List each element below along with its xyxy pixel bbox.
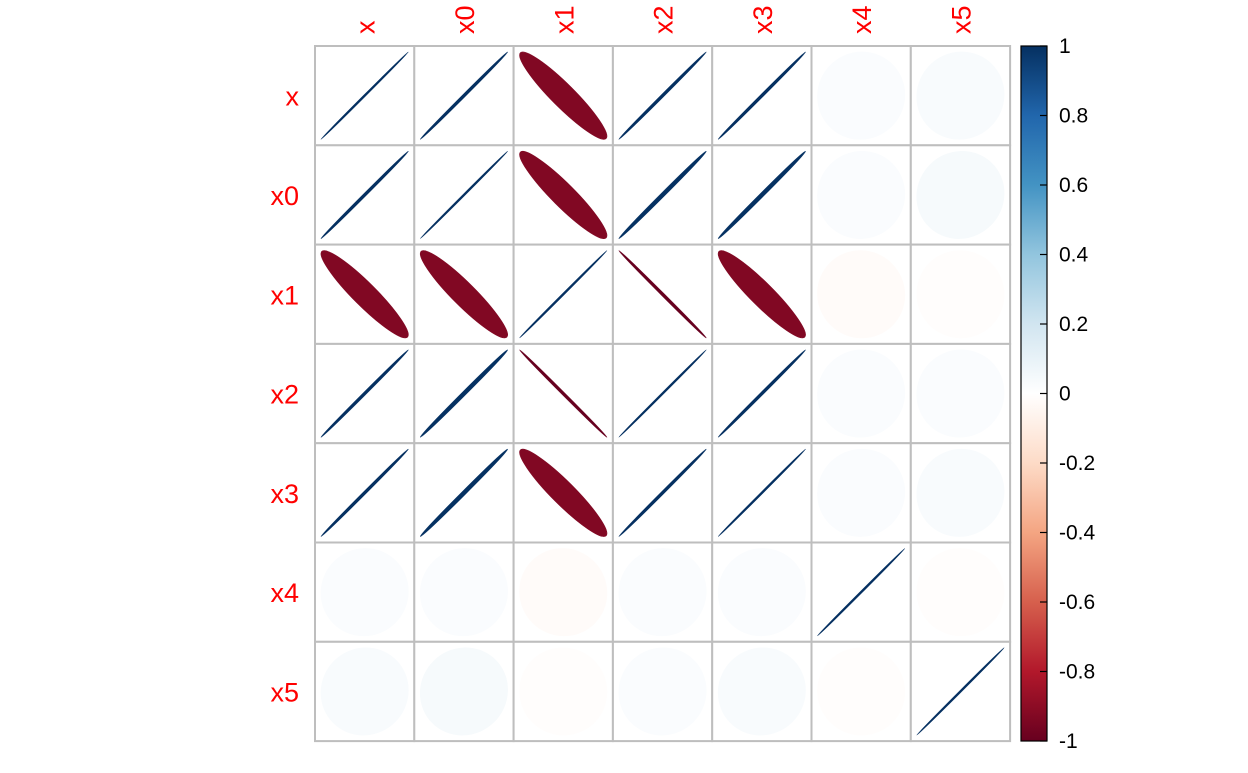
ellipse-x4-x0 [419, 548, 508, 637]
matrix-marks [320, 51, 1005, 736]
ellipse-x3-x0 [419, 448, 508, 537]
ellipse-x1-x0 [419, 250, 508, 339]
ellipse-x0-x2 [618, 150, 707, 239]
ellipse-x-x [320, 51, 409, 140]
col-label-x4: x4 [847, 5, 877, 34]
ellipse-x2-x0 [419, 349, 508, 438]
ellipse-x4-x4 [817, 548, 906, 637]
row-label-x: x [286, 82, 300, 112]
ellipse-x5-x1 [519, 647, 608, 736]
ellipse-x3-x [320, 448, 409, 537]
col-label-x: x [351, 20, 381, 34]
row-label-x5: x5 [270, 677, 299, 707]
ellipse-x-x2 [618, 51, 707, 140]
colorbar-tick-label: 0 [1059, 383, 1071, 406]
row-label-x0: x0 [270, 181, 299, 211]
colorbar-tick-label: 0.8 [1059, 105, 1088, 128]
ellipse-x5-x2 [618, 647, 707, 736]
ellipse-x3-x5 [916, 448, 1005, 537]
ellipse-x2-x3 [717, 349, 806, 438]
ellipse-x2-x [320, 349, 409, 438]
colorbar-tick-label: -0.8 [1059, 661, 1095, 684]
row-label-x4: x4 [270, 578, 299, 608]
colorbar-tick-label: -0.2 [1059, 452, 1095, 475]
ellipse-x0-x [320, 150, 409, 239]
ellipse-x0-x1 [519, 150, 608, 239]
col-label-x5: x5 [946, 5, 976, 34]
ellipse-x2-x5 [916, 349, 1005, 438]
ellipse-x-x0 [419, 51, 508, 140]
ellipse-x4-x3 [717, 548, 806, 637]
ellipse-x1-x5 [916, 250, 1005, 339]
ellipse-x0-x0 [419, 150, 508, 239]
ellipse-x3-x1 [519, 448, 608, 537]
colorbar-tick-label: 0.2 [1059, 313, 1088, 336]
colorbar-tick-label: -0.6 [1059, 591, 1095, 614]
colorbar-tick-label: 0.6 [1059, 174, 1088, 197]
ellipse-x3-x4 [817, 448, 906, 537]
ellipse-x4-x1 [519, 548, 608, 637]
ellipse-x-x4 [817, 51, 906, 140]
col-label-x0: x0 [450, 5, 480, 34]
colorbar-tick-label: 0.4 [1059, 244, 1089, 267]
colorbar-tick-label: -1 [1059, 730, 1078, 753]
ellipse-x2-x2 [618, 349, 707, 438]
ellipse-x3-x3 [717, 448, 806, 537]
ellipse-x2-x1 [519, 349, 608, 438]
col-label-x3: x3 [748, 5, 778, 34]
ellipse-x1-x [320, 250, 409, 339]
ellipse-x3-x2 [618, 448, 707, 537]
ellipse-x5-x0 [419, 647, 508, 736]
ellipse-x5-x4 [817, 647, 906, 736]
ellipse-x5-x5 [916, 647, 1005, 736]
ellipse-x5-x [320, 647, 409, 736]
col-label-x1: x1 [549, 5, 579, 34]
ellipse-x-x5 [916, 51, 1005, 140]
col-label-x2: x2 [649, 5, 679, 34]
ellipse-x2-x4 [817, 349, 906, 438]
ellipse-x4-x5 [916, 548, 1005, 637]
ellipse-x5-x3 [717, 647, 806, 736]
ellipse-x-x1 [519, 51, 608, 140]
ellipse-x4-x [320, 548, 409, 637]
row-label-x2: x2 [270, 380, 299, 410]
ellipse-x1-x4 [817, 250, 906, 339]
ellipse-x1-x3 [717, 250, 806, 339]
colorbar-tick-label: -0.4 [1059, 522, 1096, 545]
row-label-x3: x3 [270, 479, 299, 509]
row-label-x1: x1 [270, 280, 299, 310]
ellipse-x-x3 [717, 51, 806, 140]
ellipse-x1-x1 [519, 250, 608, 339]
ellipse-x0-x4 [817, 150, 906, 239]
colorbar-tick-label: 1 [1059, 35, 1071, 58]
ellipse-x0-x5 [916, 150, 1005, 239]
ellipse-x1-x2 [618, 250, 707, 339]
ellipse-x0-x3 [717, 150, 806, 239]
ellipse-x4-x2 [618, 548, 707, 637]
